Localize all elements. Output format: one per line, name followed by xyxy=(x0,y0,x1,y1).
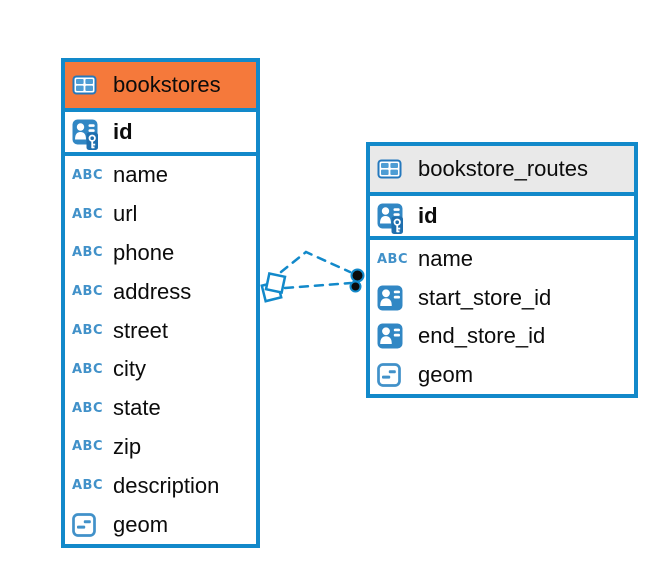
field-row[interactable]: ABC zip xyxy=(65,428,256,467)
field-row-id[interactable]: id xyxy=(65,112,256,152)
text-type-icon: ABC xyxy=(72,323,104,339)
field-row[interactable]: ABC phone xyxy=(65,234,256,273)
field-row[interactable]: ABC street xyxy=(65,311,256,350)
field-name: name xyxy=(418,246,474,272)
field-name: start_store_id xyxy=(418,284,552,310)
diamond-marker[interactable] xyxy=(260,272,287,303)
text-type-icon: ABC xyxy=(377,251,409,267)
person-reference-icon xyxy=(377,285,418,311)
table-header-bookstores[interactable]: bookstores xyxy=(65,62,256,108)
person-reference-icon xyxy=(377,323,418,349)
table-title: bookstore_routes xyxy=(418,156,588,181)
divider xyxy=(65,108,256,112)
table-title: bookstores xyxy=(113,72,221,97)
text-type-icon: ABC xyxy=(72,167,104,183)
primary-key-icon xyxy=(72,114,113,151)
table-icon xyxy=(72,75,113,95)
relationship-line-upper[interactable] xyxy=(279,250,352,274)
divider xyxy=(370,192,634,196)
table-header-bookstore-routes[interactable]: bookstore_routes xyxy=(370,146,634,192)
field-row[interactable]: geom xyxy=(65,505,256,544)
field-name: address xyxy=(113,278,192,304)
text-type-icon: ABC xyxy=(72,361,104,377)
table-bookstores[interactable]: bookstores id ABC name ABC xyxy=(61,58,260,548)
field-list: ABC name ABC url ABC phone ABC address A… xyxy=(65,156,256,544)
geometry-type-icon xyxy=(72,512,113,537)
relationship-line-lower[interactable] xyxy=(283,281,353,290)
double-dot-marker[interactable] xyxy=(349,268,365,293)
text-type-icon: ABC xyxy=(72,284,104,300)
field-name: street xyxy=(113,317,169,343)
field-name: id xyxy=(113,119,133,144)
field-name: description xyxy=(113,472,220,498)
text-type-icon: ABC xyxy=(72,400,104,416)
field-list: ABC name start_store_id xyxy=(370,240,634,394)
divider xyxy=(65,152,256,156)
field-name: geom xyxy=(418,361,474,387)
field-name: url xyxy=(113,201,138,227)
field-row[interactable]: geom xyxy=(370,356,634,395)
field-row[interactable]: ABC name xyxy=(370,240,634,279)
field-row[interactable]: ABC url xyxy=(65,195,256,234)
text-type-icon: ABC xyxy=(72,439,104,455)
field-row[interactable]: ABC name xyxy=(65,156,256,195)
field-row[interactable]: ABC state xyxy=(65,389,256,428)
geometry-type-icon xyxy=(377,362,418,387)
field-name: state xyxy=(113,395,161,421)
field-name: name xyxy=(113,162,169,188)
text-type-icon: ABC xyxy=(72,478,104,494)
text-type-icon: ABC xyxy=(72,206,104,222)
divider xyxy=(370,236,634,240)
field-name: city xyxy=(113,356,146,382)
field-row[interactable]: start_store_id xyxy=(370,279,634,318)
table-icon xyxy=(377,159,418,179)
field-row[interactable]: ABC city xyxy=(65,350,256,389)
field-row[interactable]: ABC description xyxy=(65,466,256,505)
field-name: geom xyxy=(113,511,169,537)
field-row-id[interactable]: id xyxy=(370,196,634,236)
text-type-icon: ABC xyxy=(72,245,104,261)
table-bookstore-routes[interactable]: bookstore_routes id ABC name xyxy=(366,142,638,398)
field-row[interactable]: end_store_id xyxy=(370,317,634,356)
field-name: end_store_id xyxy=(418,323,546,349)
field-name: zip xyxy=(113,433,142,459)
field-name: id xyxy=(418,203,438,228)
field-name: phone xyxy=(113,239,175,265)
field-row[interactable]: ABC address xyxy=(65,272,256,311)
primary-key-icon xyxy=(377,198,418,235)
